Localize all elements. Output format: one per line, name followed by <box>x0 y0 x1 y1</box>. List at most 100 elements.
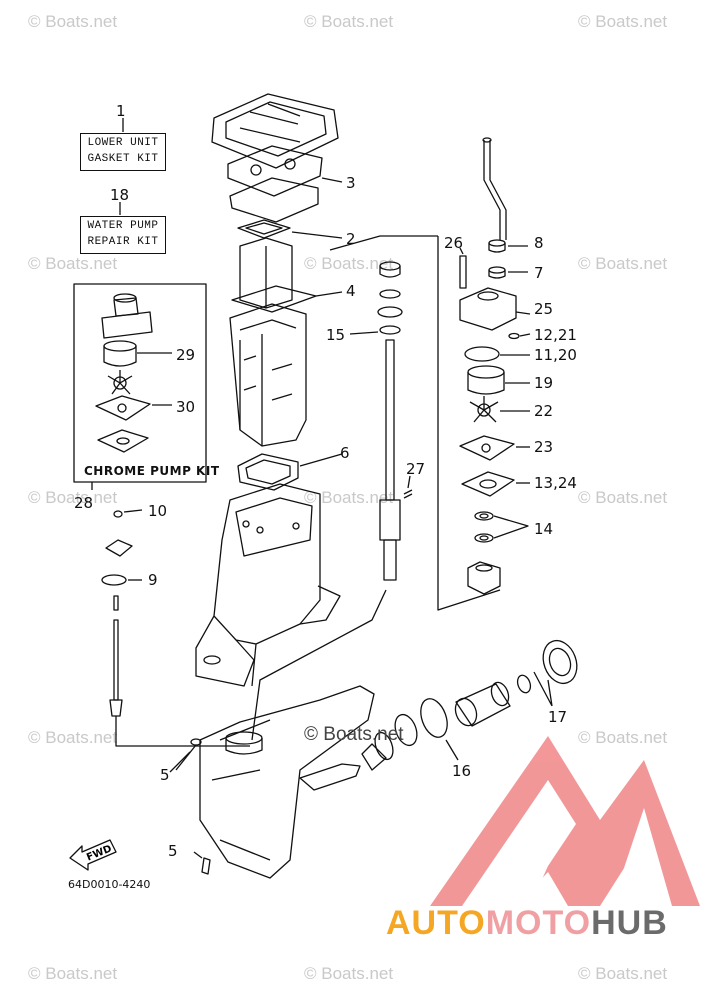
part-label: 2 <box>346 230 356 248</box>
grommet-7-drawing <box>488 266 528 279</box>
part-label: 17 <box>548 708 567 726</box>
part-label: 25 <box>534 300 553 318</box>
part-label: 5 <box>160 766 170 784</box>
leader-line <box>169 751 191 773</box>
drawing-number: 64D0010-4240 <box>68 878 151 891</box>
part-label: 16 <box>452 762 471 780</box>
upper-casing-drawing <box>195 483 341 687</box>
gasket-2-drawing <box>237 219 343 239</box>
insert-cartridge-drawing <box>467 365 530 395</box>
logo-part-auto: AUTO <box>386 904 486 942</box>
top-plate-drawing <box>211 93 339 169</box>
part-label: 10 <box>148 502 167 520</box>
automotohub-logo-text: AUTOMOTOHUB <box>386 904 668 943</box>
adapter-block-drawing <box>239 237 293 309</box>
impeller-drawing <box>107 370 133 395</box>
part-label: 19 <box>534 374 553 392</box>
chrome-pump-kit-label: CHROME PUMP KIT <box>84 464 220 478</box>
watermark: © Boats.net <box>28 254 118 273</box>
center-watermark: © Boats.net <box>304 724 404 745</box>
driveshaft-drawing <box>349 261 403 581</box>
kit-ref-label: 18 <box>110 186 129 204</box>
seals-14-drawing <box>474 511 529 543</box>
part-label: 13,24 <box>534 474 577 492</box>
pump-cup-drawing <box>103 340 172 367</box>
watermark: © Boats.net <box>578 254 668 273</box>
part-labels: 3 2 4 15 26 8 7 25 12,21 11,20 19 22 23 … <box>74 102 577 860</box>
kit-ref-label: 1 <box>116 102 126 120</box>
fwd-label: FWD <box>85 843 113 863</box>
part-label: 27 <box>406 460 425 478</box>
watermark: © Boats.net <box>578 488 668 507</box>
shift-rod-parts-drawing <box>101 509 250 747</box>
pin-27-drawing <box>403 475 413 499</box>
part-label: 23 <box>534 438 553 456</box>
pump-housing-drawing <box>101 293 153 339</box>
kit-label-line1: LOWER UNIT <box>87 137 159 149</box>
bracket-line <box>329 235 438 251</box>
gasket-13-drawing <box>461 471 530 497</box>
water-tube-drawing <box>482 137 507 240</box>
bearing-housing-drawing <box>454 681 511 727</box>
part-label: 22 <box>534 402 553 420</box>
watermark: © Boats.net <box>304 254 394 273</box>
seal-6-drawing <box>237 453 343 491</box>
watermark: © Boats.net <box>304 488 394 507</box>
watermark: © Boats.net <box>578 964 668 983</box>
watermark: © Boats.net <box>578 12 668 31</box>
grommet-8-drawing <box>488 239 528 253</box>
part-label: 8 <box>534 234 544 252</box>
exhaust-housing-drawing <box>229 303 307 447</box>
oil-seal-housing-drawing <box>467 561 501 595</box>
gearcase-drawing <box>175 685 375 879</box>
outer-plate-drawing <box>95 395 172 421</box>
bracket-line <box>437 236 501 611</box>
propshaft-gear-drawing <box>361 731 394 771</box>
impeller-22-drawing <box>469 396 530 423</box>
part-label: 30 <box>176 398 195 416</box>
automotohub-logo-mark <box>430 736 700 906</box>
part-label: 4 <box>346 282 356 300</box>
part-label: 26 <box>444 234 463 252</box>
watermark: © Boats.net <box>28 488 118 507</box>
fwd-arrow-icon <box>69 839 117 871</box>
part-label: 14 <box>534 520 553 538</box>
pump-housing-main-drawing <box>459 287 531 331</box>
chrome-pump-kit-frame <box>73 283 207 483</box>
o-ring-11-drawing <box>464 346 530 362</box>
kit-label-line2: REPAIR KIT <box>87 236 159 248</box>
gasket-3-drawing <box>227 145 343 197</box>
kit-ref-label: 28 <box>74 494 93 512</box>
part-label: 9 <box>148 571 158 589</box>
bracket-line <box>251 589 387 741</box>
outer-plate-23-drawing <box>459 435 530 461</box>
part-label: 12,21 <box>534 326 577 344</box>
part-label: 15 <box>326 326 345 344</box>
watermark: © Boats.net <box>28 12 118 31</box>
watermark: © Boats.net <box>304 12 394 31</box>
watermark: © Boats.net <box>578 728 668 747</box>
parts-17-drawing <box>516 639 578 707</box>
kit-label-line1: WATER PUMP <box>87 220 159 232</box>
plate-under-gasket-drawing <box>229 177 319 223</box>
part-label: 29 <box>176 346 195 364</box>
logo-part-hub: HUB <box>591 904 668 942</box>
water-pump-repair-kit-box: WATER PUMP REPAIR KIT <box>80 216 166 254</box>
lower-unit-gasket-kit-box: LOWER UNIT GASKET KIT <box>80 133 166 171</box>
o-ring-12-drawing <box>508 332 531 340</box>
part-label: 3 <box>346 174 356 192</box>
watermark: © Boats.net <box>28 728 118 747</box>
watermark: © Boats.net <box>28 964 118 983</box>
kit-label-line2: GASKET KIT <box>87 153 159 165</box>
part-label: 7 <box>534 264 544 282</box>
watermark: © Boats.net <box>304 964 394 983</box>
bolt-26-drawing <box>459 247 467 289</box>
kit-gasket-drawing <box>97 429 149 453</box>
part-label: 11,20 <box>534 346 577 364</box>
part-label: 5 <box>168 842 178 860</box>
bearing-16-drawing <box>394 698 459 761</box>
part-label: 6 <box>340 444 350 462</box>
logo-part-moto: MOTO <box>485 904 592 942</box>
